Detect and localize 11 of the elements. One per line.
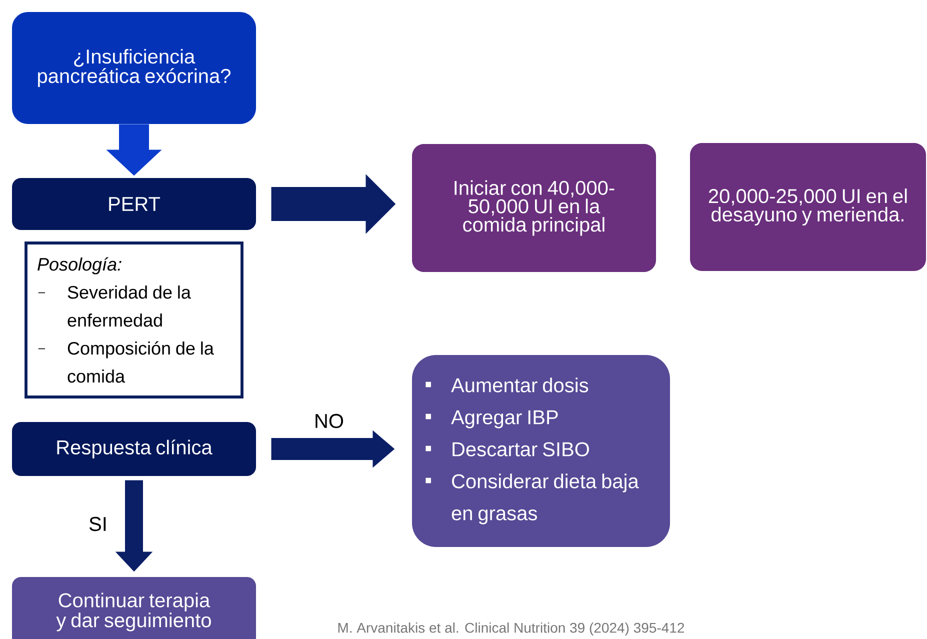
action-box: Aumentar dosis Agregar IBP Descartar SIBO Considerar dieta baja en grasas	[412, 355, 670, 547]
edge-label: SI	[87, 516, 109, 532]
edge-label: NO	[312, 412, 346, 430]
result-box: Continuar terapia y dar seguimiento	[12, 577, 256, 639]
process-box: Respuesta clínica	[12, 422, 256, 476]
dose-box: Iniciar con 40,000-50,000 UI en la comida principal	[412, 144, 656, 272]
dose-box: 20,000-25,000 UI en el desayuno y merienda.	[690, 143, 926, 271]
citation: M. Arvanitakis et al. Clinical Nutrition 39 (2024) 395-412	[338, 622, 684, 636]
process-box: PERT	[12, 178, 256, 230]
decision-box: ¿Insuficiencia pancreática exócrina?	[12, 12, 256, 124]
note-box: Posología: Severidad de la enfermedad Composición de la comida	[24, 242, 244, 398]
